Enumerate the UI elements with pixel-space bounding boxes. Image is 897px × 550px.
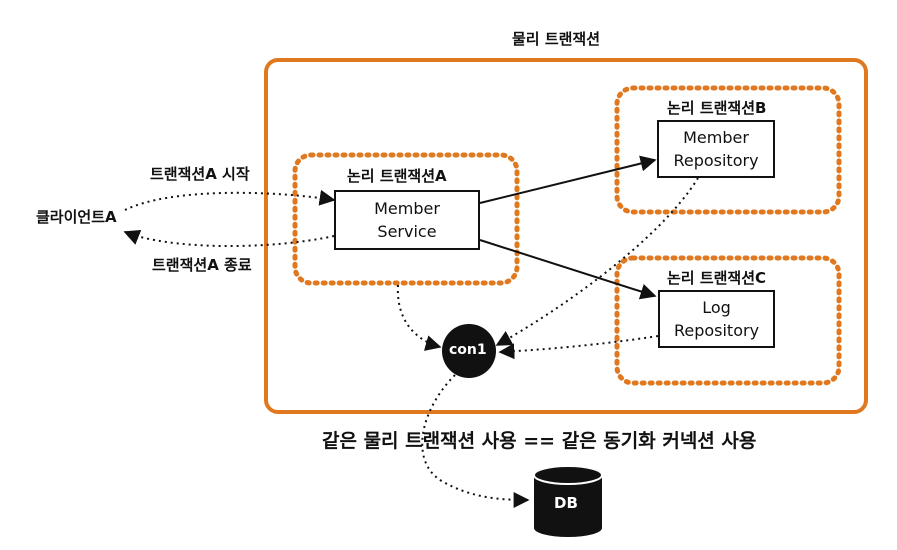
service-connection-link (396, 284, 442, 351)
logical-transaction-c-label: 논리 트랜잭션C (667, 269, 767, 287)
log-repository-connection-link (498, 335, 659, 360)
log-repository-box: Log Repository (658, 290, 775, 348)
logical-transaction-a-label: 논리 트랜잭션A (347, 167, 447, 185)
logical-transaction-b-box (614, 85, 842, 215)
diagram-caption: 같은 물리 트랜잭션 사용 == 같은 동기화 커넥션 사용 (322, 430, 757, 452)
transaction-end-arrow (123, 229, 335, 248)
member-repository-label: Member Repository (673, 128, 759, 170)
database-icon (533, 465, 603, 537)
physical-transaction-label: 물리 트랜잭션 (512, 30, 601, 48)
physical-transaction-box (264, 58, 868, 414)
transaction-end-label: 트랜잭션A 종료 (152, 256, 252, 274)
logical-transaction-b-label: 논리 트랜잭션B (667, 99, 767, 117)
log-repository-label: Log Repository (673, 298, 760, 340)
call-arrow-member-repository (479, 155, 657, 204)
member-service-box: Member Service (334, 190, 480, 250)
member-repository-box: Member Repository (657, 120, 775, 178)
member-service-label: Member Service (374, 199, 440, 241)
call-arrow-log-repository (479, 239, 657, 300)
database-label: DB (554, 494, 578, 512)
logical-transaction-a-box (292, 152, 520, 286)
connection-label: con1 (449, 342, 487, 358)
logical-transaction-c-box (614, 255, 842, 386)
transaction-start-arrow (124, 189, 336, 211)
client-label: 클라이언트A (36, 208, 117, 226)
connection-node (442, 324, 496, 378)
transaction-start-label: 트랜잭션A 시작 (150, 165, 250, 183)
